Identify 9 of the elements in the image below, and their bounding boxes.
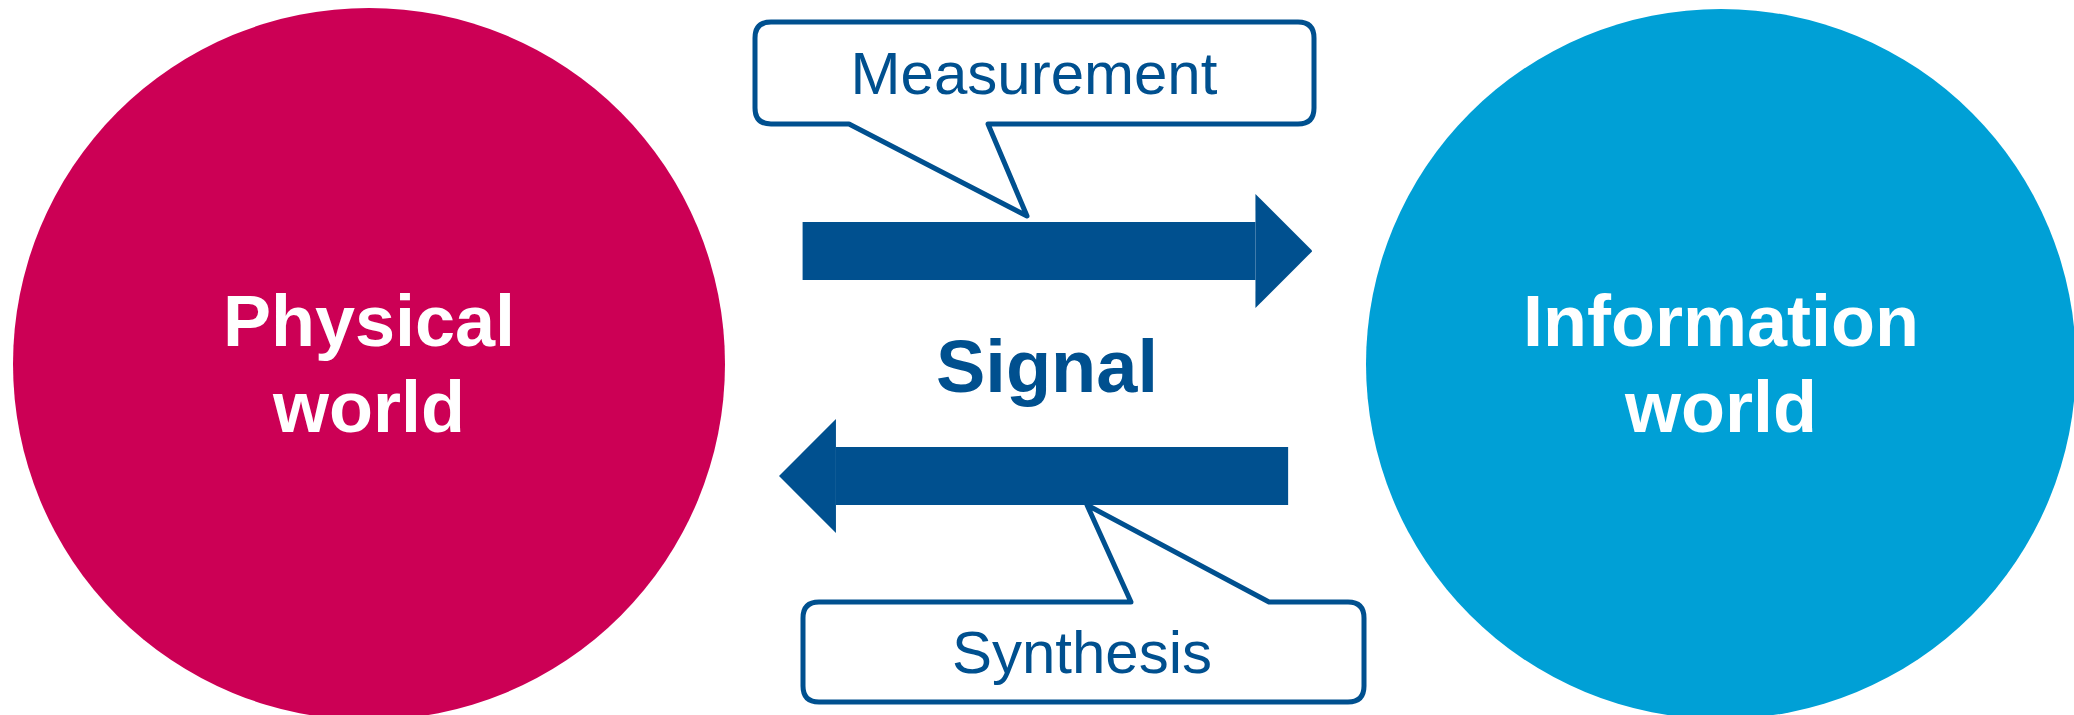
signal-label: Signal bbox=[936, 323, 1158, 409]
node-label: Physical world bbox=[221, 280, 517, 449]
bubble-label: Measurement bbox=[850, 38, 1218, 108]
node-label: Information world bbox=[1522, 280, 1920, 449]
arrow bbox=[802, 194, 1313, 308]
arrow bbox=[778, 419, 1289, 533]
speech-bubble bbox=[752, 19, 1317, 221]
speech-bubble bbox=[800, 502, 1367, 705]
bubble-label: Synthesis bbox=[951, 617, 1213, 687]
